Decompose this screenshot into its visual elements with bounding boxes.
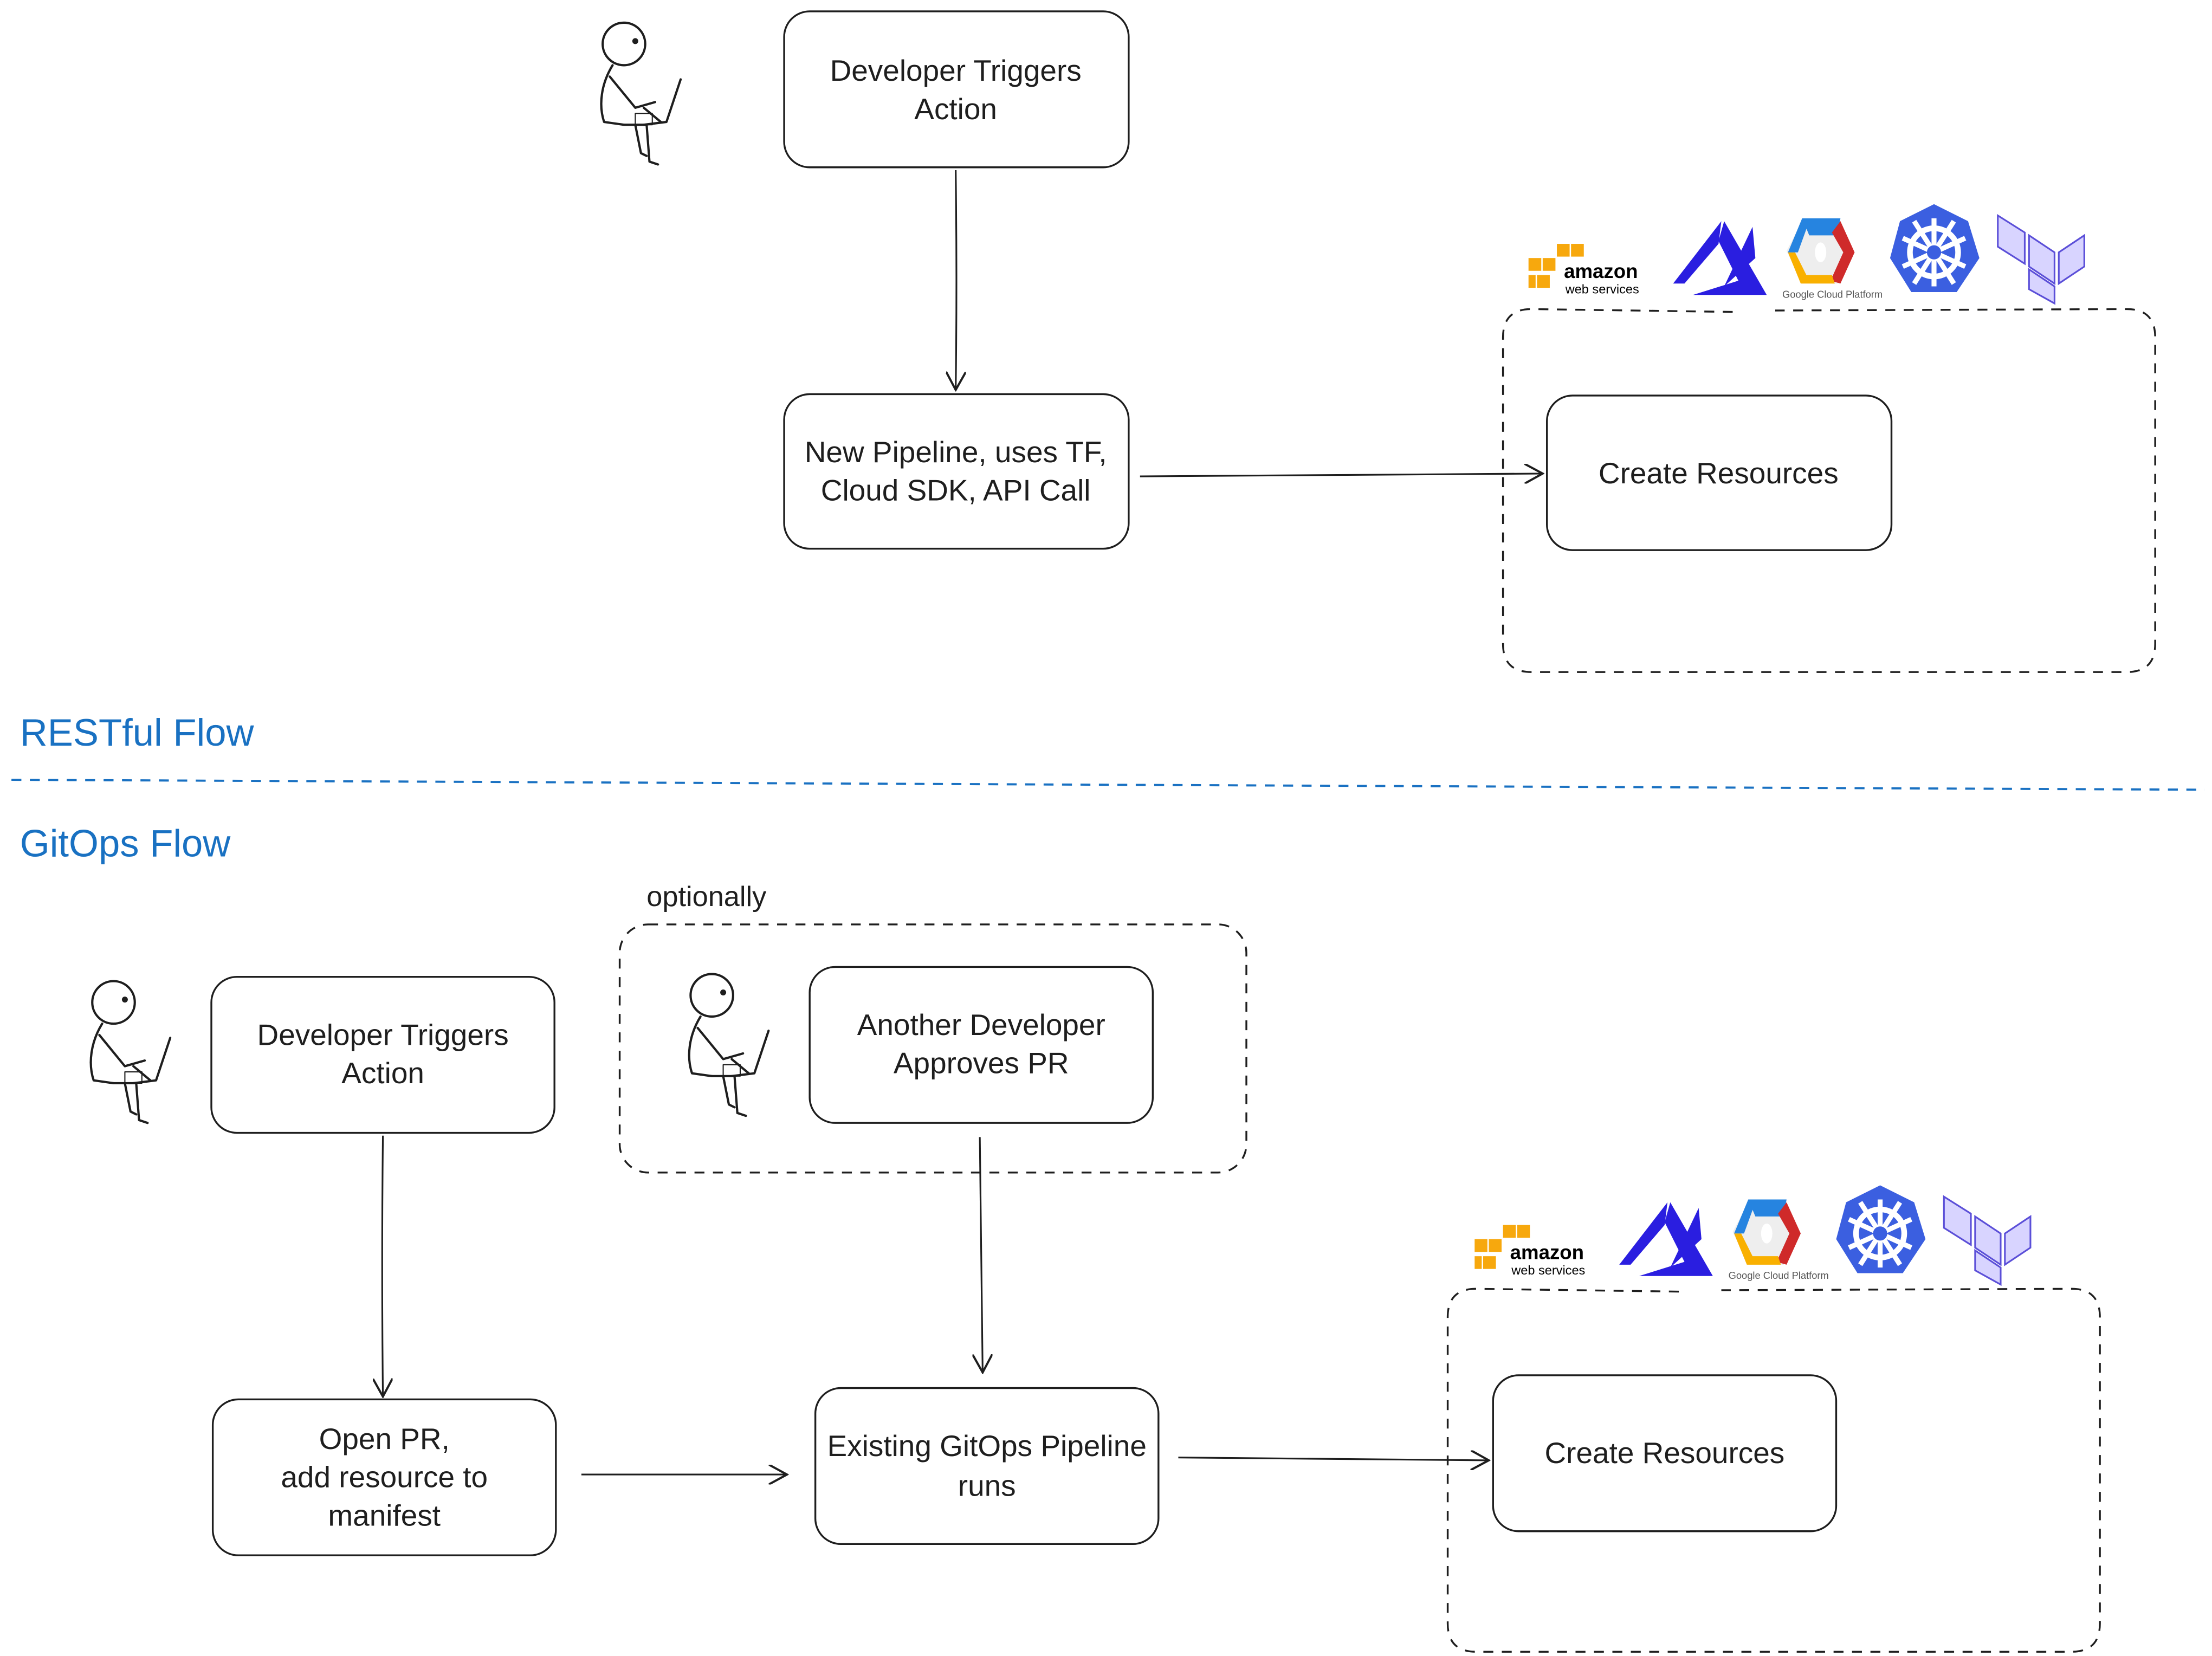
box-label: New Pipeline, uses TF, <box>805 435 1107 469</box>
box-label: Action <box>341 1056 424 1090</box>
aws-logo: amazon web services <box>1474 1225 1585 1277</box>
aws-logo-text: amazon <box>1564 260 1638 282</box>
aws-logo-text: amazon <box>1510 1241 1584 1263</box>
box-label: Developer Triggers <box>830 54 1082 87</box>
arrow-connector <box>382 1135 383 1396</box>
box-label: Another Developer <box>857 1008 1105 1042</box>
aws-logo-subtext: web services <box>1511 1263 1585 1277</box>
arrow-connector <box>1178 1458 1489 1460</box>
box-label: Cloud SDK, API Call <box>821 474 1091 507</box>
gitops-open-pr-box[interactable]: Open PR, add resource to manifest <box>211 1398 557 1556</box>
cloud-provider-icons: amazon web services Google Cloud Platfor… <box>1528 204 2085 303</box>
cloud-provider-icons: amazon web services Google Cloud Platfor… <box>1474 1185 2030 1284</box>
section-divider <box>11 779 2205 791</box>
developer-figure-icon <box>601 23 681 165</box>
box-label: Open PR, <box>319 1422 450 1456</box>
box-label: Developer Triggers <box>257 1018 509 1051</box>
gcp-logo-text: Google Cloud Platform <box>1729 1270 1829 1281</box>
optional-approval-group <box>618 923 1247 1174</box>
gitops-create-resources-box[interactable]: Create Resources <box>1492 1374 1838 1532</box>
box-label: add resource to <box>281 1460 488 1494</box>
developer-figure-icon <box>689 974 769 1116</box>
arrow-connector <box>980 1137 982 1372</box>
gcp-logo-text: Google Cloud Platform <box>1782 288 1883 300</box>
aws-logo-subtext: web services <box>1565 282 1639 296</box>
optional-label: optionally <box>646 881 767 913</box>
section-title-restful: RESTful Flow <box>20 711 255 754</box>
developer-figure-icon <box>91 981 171 1123</box>
svg-text:New Pipeline, uses TF,Cloud SD: New Pipeline, uses TF, Cloud SDK, API Cal… <box>805 435 1107 507</box>
arrow-connector <box>1140 474 1543 476</box>
restful-create-resources-box[interactable]: Create Resources <box>1546 394 1893 551</box>
box-label: Approves PR <box>894 1046 1069 1080</box>
box-label: Existing GitOps Pipeline <box>827 1429 1147 1463</box>
box-label: Create Resources <box>1599 456 1839 490</box>
box-label: manifest <box>328 1498 441 1532</box>
restful-pipeline-box[interactable]: New Pipeline, uses TF, Cloud SDK, API Cal… <box>783 393 1130 550</box>
gitops-pipeline-box[interactable]: Existing GitOps Pipeline runs <box>814 1387 1160 1545</box>
aws-logo: amazon web services <box>1528 244 1639 296</box>
box-label: Action <box>914 92 997 126</box>
box-label: Create Resources <box>1545 1436 1785 1470</box>
box-label: runs <box>958 1469 1016 1502</box>
section-title-gitops: GitOps Flow <box>20 821 231 864</box>
